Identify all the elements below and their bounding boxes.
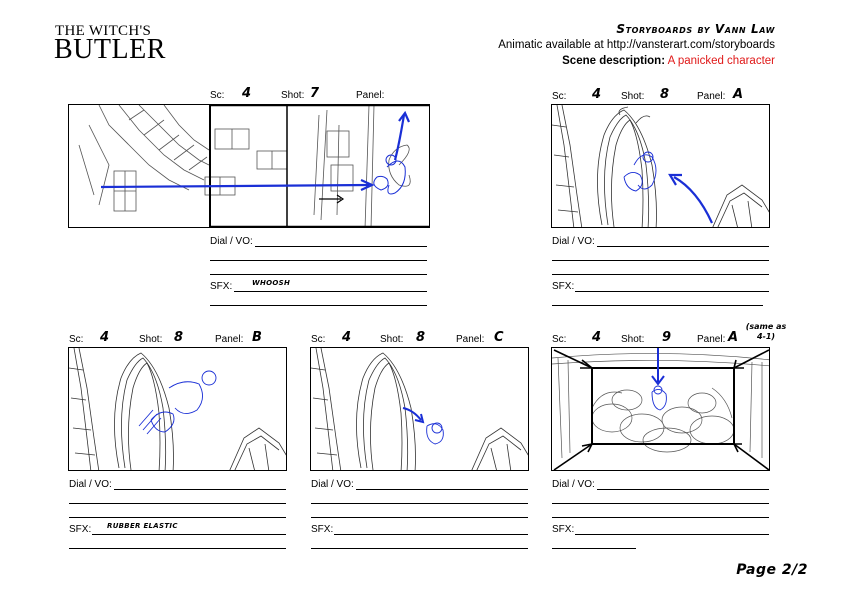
sketch-frame	[68, 347, 287, 471]
sc-value: 4	[592, 330, 602, 345]
sketch-drawing	[69, 348, 286, 470]
sfx-label: SFX:	[552, 281, 575, 292]
shot-label: Shot:	[621, 334, 645, 345]
shot-label: Shot:	[281, 90, 305, 101]
dial-line-2	[311, 503, 528, 504]
sketch-drawing	[78, 105, 429, 227]
logo-main-text: BUTLER	[54, 34, 166, 65]
panel-value: A	[733, 87, 744, 102]
shot-value: 8	[174, 330, 184, 345]
sc-value: 4	[342, 330, 352, 345]
dial-label: Dial / VO:	[552, 236, 595, 247]
sfx-value: WHOOSH	[252, 279, 291, 287]
dial-line-3	[552, 517, 769, 518]
sfx-line	[334, 534, 528, 535]
shot-value: 9	[662, 330, 672, 345]
shot-label: Shot:	[380, 334, 404, 345]
sfx-line	[234, 291, 427, 292]
shot-value: 7	[310, 86, 320, 101]
panel-label: Panel:	[356, 90, 385, 101]
sfx-label: SFX:	[552, 524, 575, 535]
sc-label: Sc:	[210, 90, 225, 101]
sfx-line-2	[69, 548, 286, 549]
sfx-line-2	[311, 548, 528, 549]
sc-value: 4	[242, 86, 252, 101]
panel-label: Panel:	[697, 334, 726, 345]
dial-line-2	[69, 503, 286, 504]
sketch-frame	[551, 104, 770, 228]
dial-line	[597, 489, 769, 490]
sc-value: 4	[100, 330, 110, 345]
page-number: Page 2/2	[736, 562, 808, 578]
sc-label: Sc:	[552, 91, 567, 102]
panel-label: Panel:	[456, 334, 485, 345]
shot-value: 8	[660, 87, 670, 102]
shot-label: Shot:	[139, 334, 163, 345]
sfx-label: SFX:	[69, 524, 92, 535]
dial-label: Dial / VO:	[552, 479, 595, 490]
animatic-text: Animatic available at http://vansterart.…	[498, 39, 775, 51]
dial-label: Dial / VO:	[69, 479, 112, 490]
sfx-line-2	[552, 548, 636, 549]
sfx-line	[575, 534, 769, 535]
sc-label: Sc:	[69, 334, 84, 345]
sc-value: 4	[592, 87, 602, 102]
dial-line	[597, 246, 769, 247]
panel-value: C	[494, 330, 504, 345]
dial-line-3	[69, 517, 286, 518]
panel-note: (same as 4-1)	[745, 322, 787, 341]
sketch-frame	[310, 347, 529, 471]
sketch-drawing	[311, 348, 528, 470]
sc-label: Sc:	[311, 334, 326, 345]
dial-label: Dial / VO:	[311, 479, 354, 490]
dial-line	[114, 489, 286, 490]
sfx-line-2	[210, 305, 427, 306]
scene-description: Scene description: A panicked character	[562, 55, 775, 67]
panel-value: B	[252, 330, 262, 345]
shot-label: Shot:	[621, 91, 645, 102]
sketch-drawing	[552, 105, 769, 227]
sketch-drawing	[552, 348, 769, 470]
sfx-line	[92, 534, 286, 535]
dial-label: Dial / VO:	[210, 236, 253, 247]
panel-label: Panel:	[215, 334, 244, 345]
scene-label: Scene description:	[562, 55, 666, 67]
dial-line-3	[552, 274, 769, 275]
logo-top-text: THE WITCH'S	[55, 23, 152, 39]
dial-line-2	[210, 260, 427, 261]
sfx-line	[575, 291, 769, 292]
dial-line	[255, 246, 427, 247]
dial-line-2	[552, 503, 769, 504]
shot-value: 8	[416, 330, 426, 345]
panel-label: Panel:	[697, 91, 726, 102]
sketch-frame	[68, 104, 430, 228]
sfx-label: SFX:	[311, 524, 334, 535]
dial-line-2	[552, 260, 769, 261]
scene-value: A panicked character	[667, 55, 775, 67]
sfx-value: RUBBER ELASTIC	[107, 522, 178, 530]
sc-label: Sc:	[552, 334, 567, 345]
panel-value: A	[728, 330, 739, 345]
sfx-label: SFX:	[210, 281, 233, 292]
credit-text: Storyboards by Vann Law	[616, 22, 775, 36]
dial-line-3	[311, 517, 528, 518]
dial-line	[356, 489, 528, 490]
sketch-frame	[551, 347, 770, 471]
dial-line-3	[210, 274, 427, 275]
sfx-line-2	[552, 305, 763, 306]
